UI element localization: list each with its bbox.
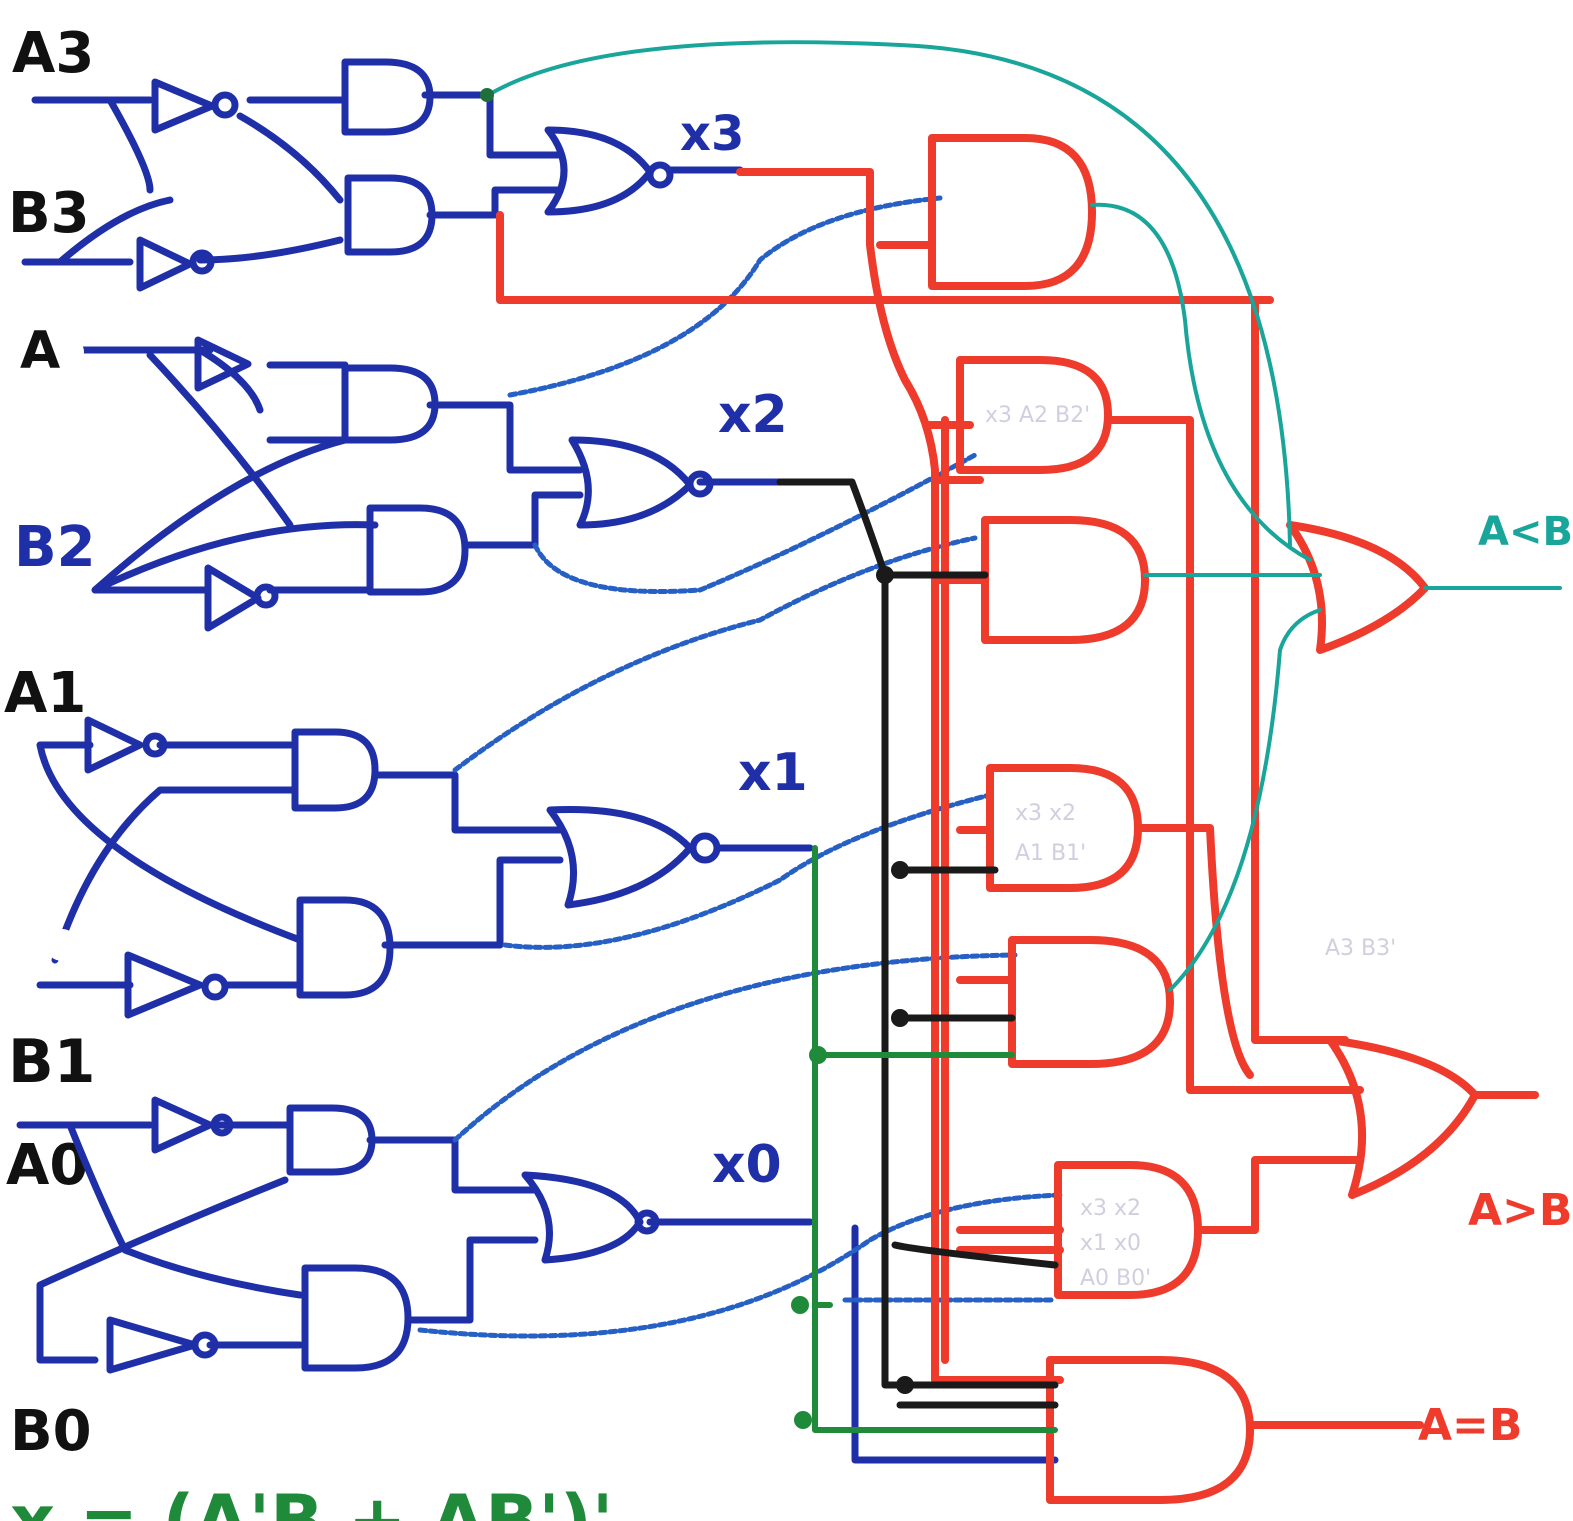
buses: [480, 40, 1562, 1433]
and-gate-an2-b2: [366, 504, 469, 596]
inverter-bubble-icon: [201, 973, 229, 1001]
bit1-stage: [36, 716, 814, 1019]
inverter-bubble-icon: [189, 249, 215, 275]
signal-labels: x3 x2 x1 x0 A<B A>B A=B: [680, 106, 1573, 1451]
label-a-equal-b: A=B: [1418, 1400, 1522, 1451]
inverter-bubble-icon: [634, 1209, 660, 1235]
junction-dot-icon: [794, 1411, 812, 1429]
not-gate-a3: [151, 78, 216, 134]
bit0-stage: [16, 1096, 1059, 1464]
or-gate-less: [1286, 521, 1429, 654]
and-gate-a0-bn0: [286, 1104, 376, 1176]
or-gate-greater: [1326, 1036, 1479, 1199]
note-gate-6a: x3 x2: [1080, 1196, 1141, 1221]
label-a-greater-b: A>B: [1468, 1185, 1572, 1236]
label-x2: x2: [718, 385, 788, 445]
nor-gate-x0: [521, 1171, 644, 1264]
nor-gate-x3: [544, 126, 654, 216]
label-a3: A3: [12, 21, 94, 86]
label-b3: B3: [8, 181, 90, 246]
note-gate-6c: A0 B0': [1080, 1266, 1151, 1291]
and-gate-out-2: [956, 356, 1112, 474]
inverter-bubble-icon: [646, 161, 674, 189]
nor-gate-x1: [546, 806, 694, 909]
note-gate-4b: A1 B1': [1015, 841, 1086, 866]
not-gate-a2: [194, 336, 252, 392]
label-b0: B0: [10, 1399, 92, 1464]
junction-dot-icon: [876, 566, 894, 584]
inverter-bubble-icon: [686, 470, 714, 498]
formula-text: x = (A'B + AB')': [10, 1480, 613, 1521]
gate-annotations: x3 A2 B2' x3 x2 A1 B1' A3 B3' x3 x2 x1 x…: [985, 403, 1396, 1291]
and-gate-an3-b3: [344, 174, 436, 256]
junction-dot-icon: [891, 861, 909, 879]
and-gate-an1-b1: [296, 896, 394, 999]
junction-dot-icon: [896, 1376, 914, 1394]
label-b2: B2: [14, 515, 96, 580]
and-gate-equal: [1046, 1356, 1254, 1504]
nor-gate-x2: [568, 436, 694, 529]
not-gate-b3: [136, 236, 194, 292]
junction-dot-icon: [791, 1296, 809, 1314]
label-x0: x0: [712, 1135, 782, 1195]
cross-wires: [417, 195, 1063, 1339]
and-gate-out-1: [928, 134, 1096, 290]
inverter-bubble-icon: [191, 1331, 219, 1359]
and-gate-an0-b0: [301, 1264, 412, 1372]
inverter-bubble-icon: [253, 583, 279, 609]
note-gate-6b: x1 x0: [1080, 1231, 1141, 1256]
bit2-stage: [76, 336, 784, 632]
junction-dot-icon: [891, 1009, 909, 1027]
label-x1: x1: [738, 743, 808, 803]
label-a1: A1: [4, 661, 86, 726]
output-stage: [496, 134, 1539, 1504]
note-a3b3: A3 B3': [1325, 936, 1396, 961]
junction-dot-icon: [480, 88, 494, 102]
and-gate-a3-bn3: [341, 58, 434, 136]
and-gate-out-3: [981, 516, 1149, 644]
inverter-bubble-icon: [142, 732, 168, 758]
not-gate-b0: [106, 1316, 199, 1374]
hole-punch-icon: [46, 929, 78, 961]
not-gate-b1: [124, 951, 204, 1019]
not-gate-a0: [151, 1096, 214, 1154]
label-b1: B1: [8, 1027, 95, 1097]
and-gate-out-5: [1008, 936, 1174, 1068]
and-gate-out-4: [986, 764, 1142, 892]
inverter-bubble-icon: [689, 832, 721, 864]
junction-dot-icon: [809, 1046, 827, 1064]
not-gate-b2: [204, 564, 262, 632]
label-x3: x3: [680, 106, 744, 162]
label-a2: A: [20, 321, 60, 381]
note-gate-2: x3 A2 B2': [985, 403, 1090, 428]
hole-punch-icon: [56, 338, 84, 366]
and-gate-a2-bn2: [341, 364, 439, 444]
and-gate-a1-bn1: [291, 728, 379, 812]
label-a-less-b: A<B: [1478, 509, 1573, 555]
inverter-bubble-icon: [211, 91, 239, 119]
bit3-stage: [21, 58, 744, 292]
input-labels: A3 B3 A B2 A1 B1 A0 B0: [4, 21, 96, 1464]
not-gate-a1: [84, 716, 144, 774]
note-gate-4a: x3 x2: [1015, 801, 1076, 826]
inverter-bubble-icon: [210, 1113, 234, 1137]
